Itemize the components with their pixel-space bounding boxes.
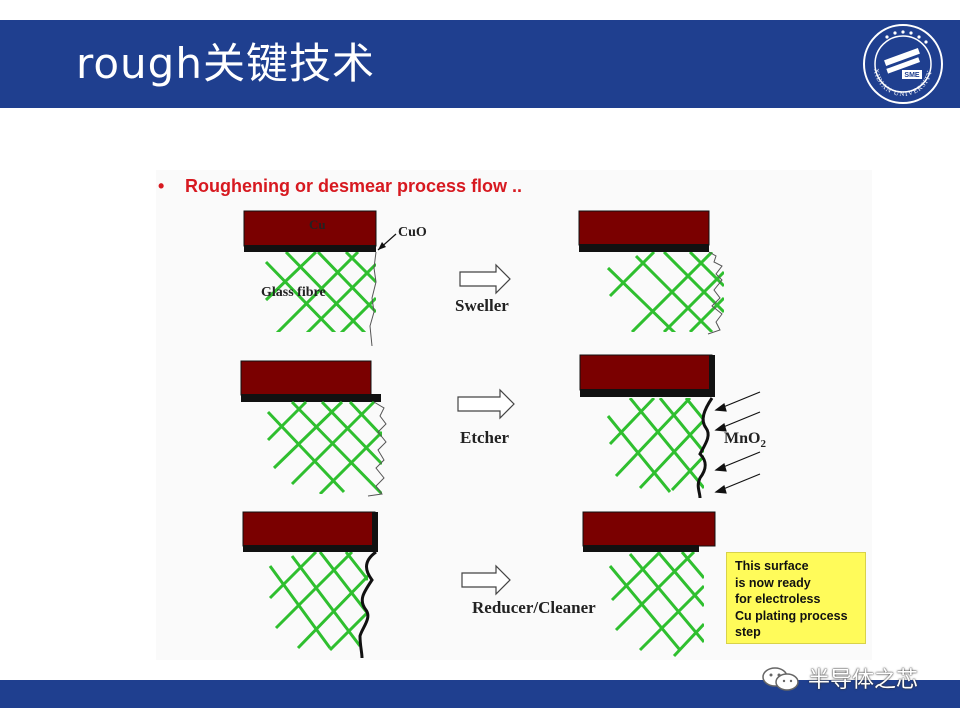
bullet-icon: • xyxy=(158,176,165,196)
label-cu: Cu xyxy=(309,217,326,232)
mno2-layer-row2-right xyxy=(696,397,714,499)
chat-bubble-icon xyxy=(762,667,799,691)
step-sweller: Sweller xyxy=(455,296,509,315)
arrow-etcher xyxy=(457,388,515,420)
title-bar: rough关键技术 SME XIDIAN UNIVERSITY xyxy=(0,20,960,108)
note-box: This surface is now ready for electroles… xyxy=(726,552,866,644)
step-etcher: Etcher xyxy=(460,428,510,447)
footer-bar xyxy=(0,680,960,708)
label-mno2: MnO2 xyxy=(724,430,766,451)
university-logo: SME XIDIAN UNIVERSITY xyxy=(862,23,944,105)
glass-fibre-row3-left xyxy=(268,552,368,652)
label-cuo: CuO xyxy=(398,225,427,240)
treated-layer-row3-left xyxy=(358,550,377,659)
svg-text:SME: SME xyxy=(904,72,920,79)
note-line: for electroless xyxy=(735,592,821,606)
glass-fibre-row1-left xyxy=(264,252,376,332)
note-line: Cu plating process xyxy=(735,608,848,623)
cu-layer-row1-left xyxy=(243,210,377,252)
glass-fibre-row2-left xyxy=(266,400,382,494)
note-line: is now ready xyxy=(735,575,811,590)
rough-edge-row2-left xyxy=(367,401,387,497)
rough-edge-row1-left xyxy=(369,251,377,347)
note-line: step xyxy=(735,625,761,639)
watermark-text: 半导体之芯 xyxy=(808,668,919,693)
arrow-sweller xyxy=(459,263,511,295)
rough-edge-row1-right xyxy=(707,251,723,335)
cu-layer-row3-left xyxy=(242,511,378,552)
cu-layer-row2-left xyxy=(240,360,381,402)
cu-layer-row3-right xyxy=(582,511,716,552)
glass-fibre-row1-right xyxy=(606,252,724,332)
mno2-arrows xyxy=(714,391,761,494)
step-reducer-cleaner: Reducer/Cleaner xyxy=(472,598,596,617)
glass-fibre-row2-right xyxy=(606,398,704,493)
arrow-reducer xyxy=(461,564,511,596)
note-line: This surface xyxy=(735,559,809,573)
slide-title: rough关键技术 xyxy=(76,39,375,88)
cu-layer-row1-right xyxy=(578,210,710,252)
label-glass-fibre: Glass fibre xyxy=(261,285,326,300)
glass-fibre-row3-right xyxy=(608,552,704,658)
cu-layer-row2-right xyxy=(579,354,715,397)
